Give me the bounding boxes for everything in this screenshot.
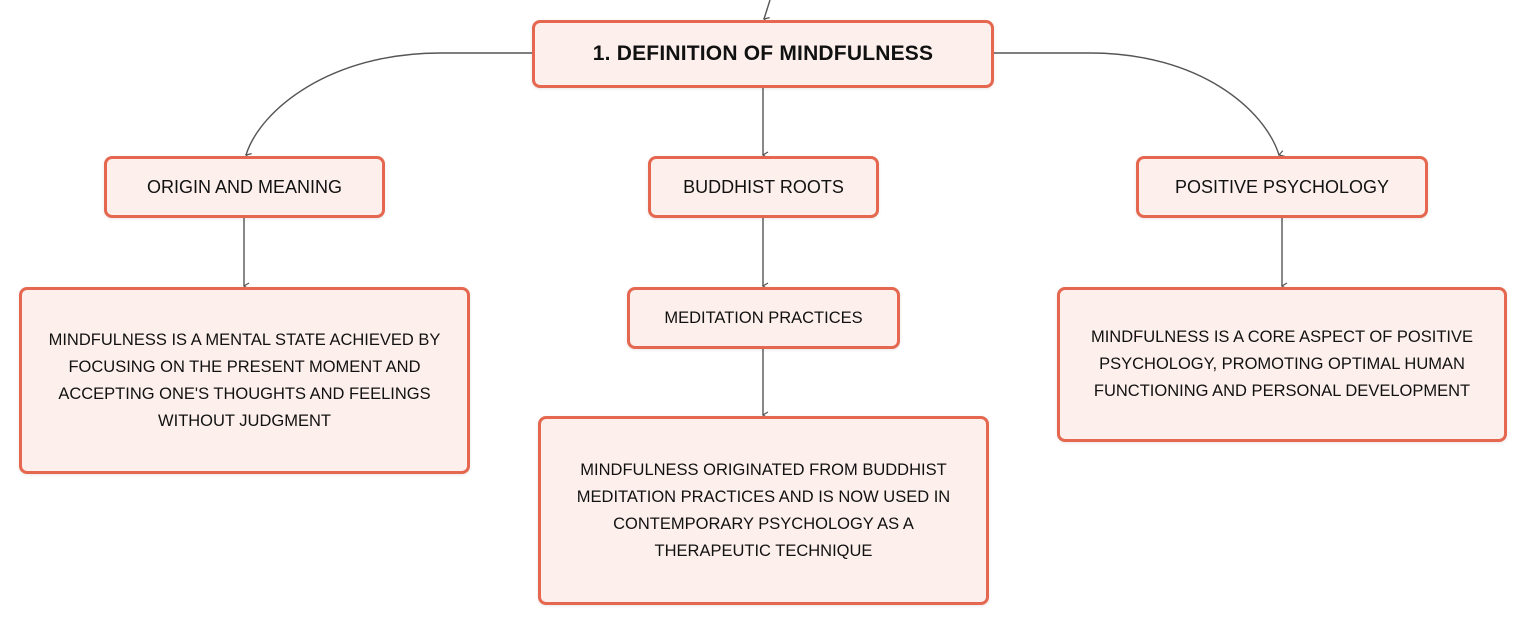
root-node-label: 1. DEFINITION OF MINDFULNESS: [592, 42, 934, 65]
meditation-practices-node[interactable]: MEDITATION PRACTICES: [627, 287, 900, 349]
connector-incoming: [764, 0, 771, 19]
connector-root-origin: [246, 52, 532, 155]
positive-description-text: MINDFULNESS IS A CORE ASPECT OF POSITIVE…: [1090, 328, 1474, 400]
branch-node-positive-label: POSITIVE PSYCHOLOGY: [1174, 176, 1390, 197]
origin-description-node[interactable]: MINDFULNESS IS A MENTAL STATE ACHIEVED B…: [19, 287, 470, 474]
branch-node-origin-label: ORIGIN AND MEANING: [146, 176, 343, 197]
branch-node-positive[interactable]: POSITIVE PSYCHOLOGY: [1136, 156, 1428, 218]
branch-node-buddhist-label: BUDDHIST ROOTS: [683, 176, 844, 197]
origin-description-text: MINDFULNESS IS A MENTAL STATE ACHIEVED B…: [48, 330, 441, 430]
branch-node-buddhist[interactable]: BUDDHIST ROOTS: [648, 156, 879, 218]
positive-description-node[interactable]: MINDFULNESS IS A CORE ASPECT OF POSITIVE…: [1057, 287, 1507, 442]
root-node[interactable]: 1. DEFINITION OF MINDFULNESS: [532, 20, 994, 88]
buddhist-description-text: MINDFULNESS ORIGINATED FROM BUDDHIST MED…: [576, 460, 951, 560]
buddhist-description-node[interactable]: MINDFULNESS ORIGINATED FROM BUDDHIST MED…: [538, 416, 989, 605]
branch-node-origin[interactable]: ORIGIN AND MEANING: [104, 156, 385, 218]
connector-root-positive: [994, 52, 1279, 155]
meditation-practices-label: MEDITATION PRACTICES: [664, 308, 863, 327]
